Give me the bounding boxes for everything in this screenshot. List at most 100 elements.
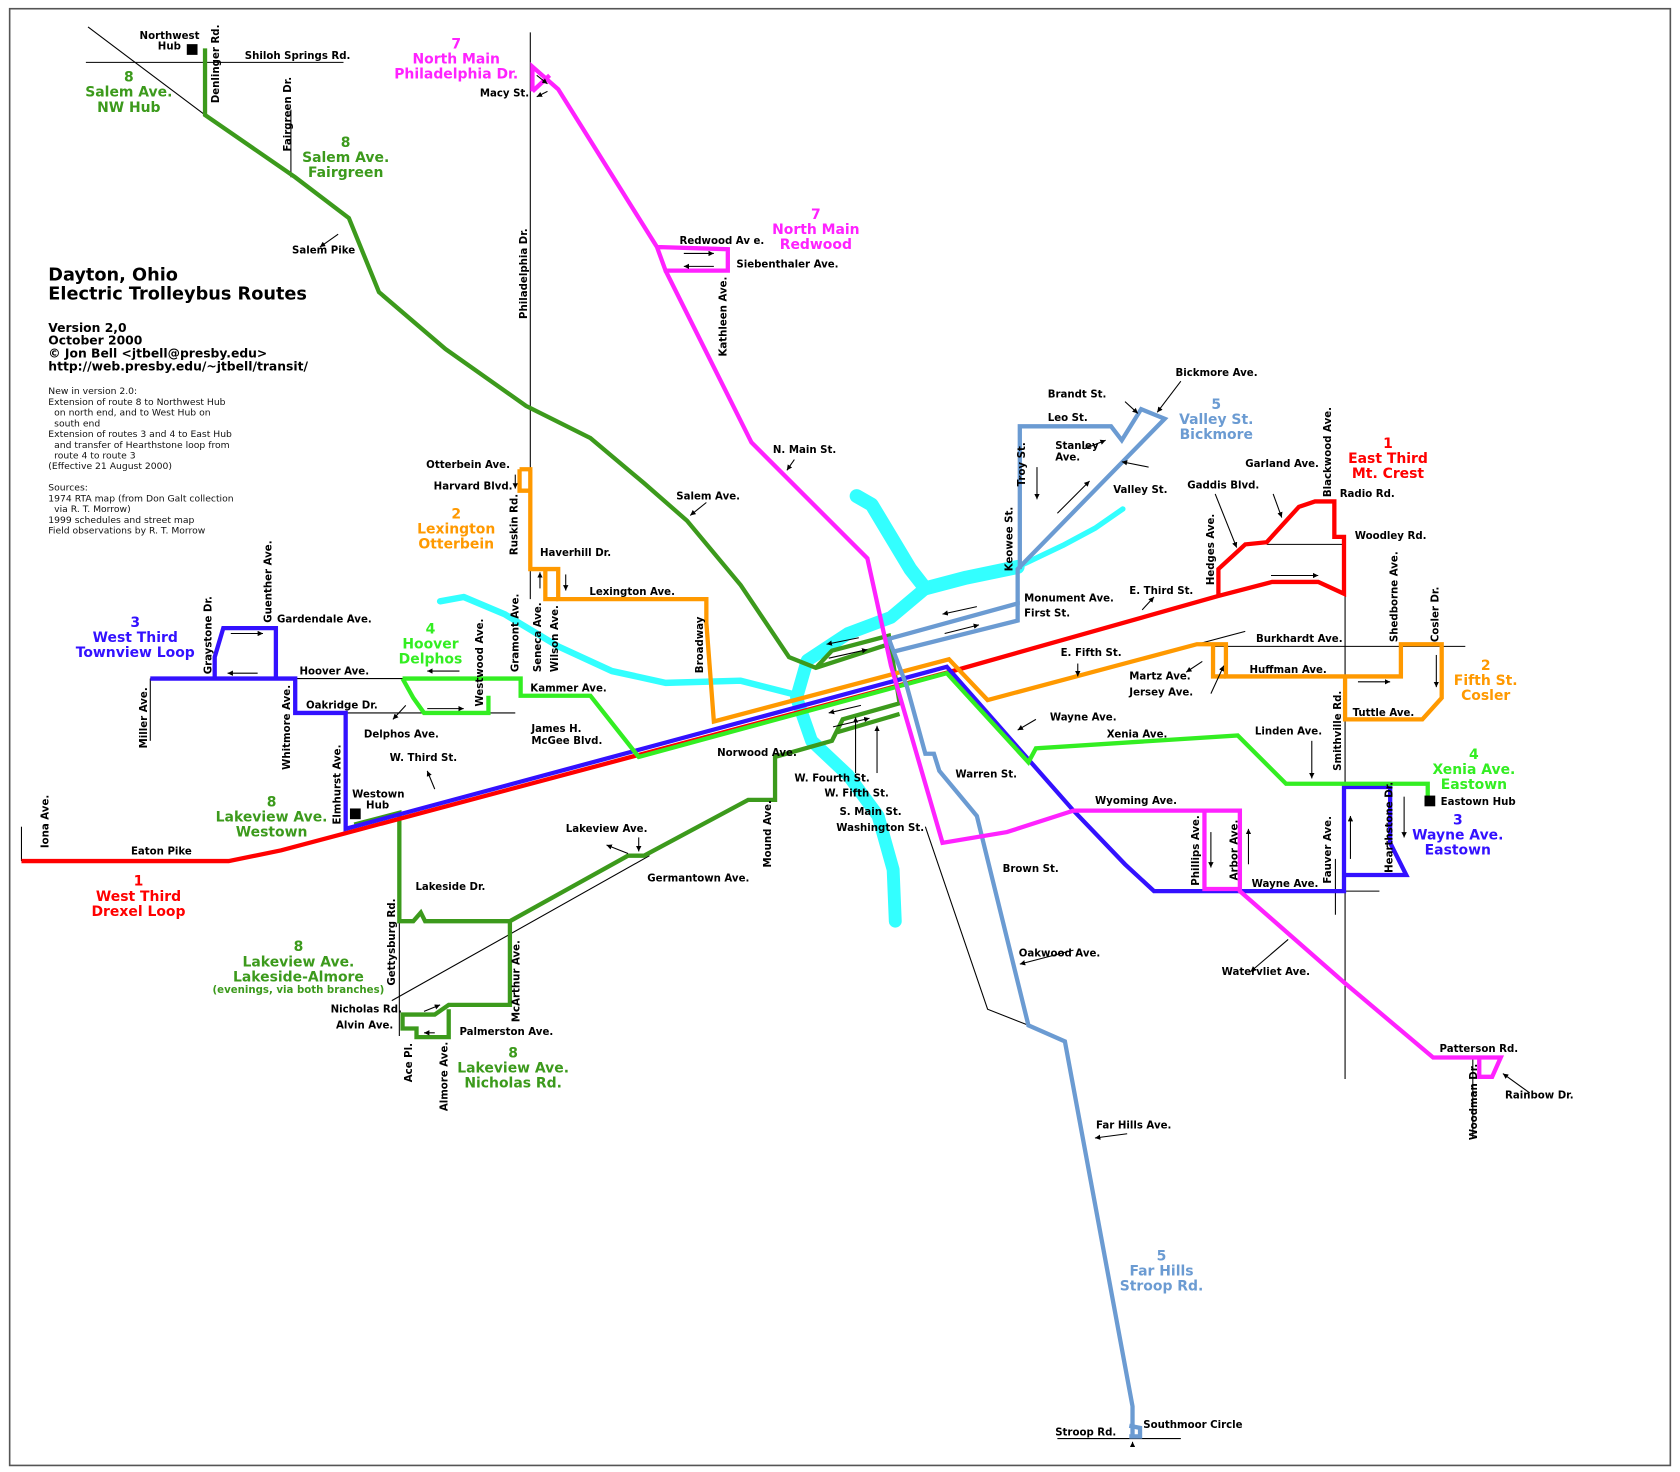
street-label-guenther: Guenther Ave.: [264, 540, 275, 622]
street-label-hedges: Hedges Ave.: [1206, 514, 1217, 585]
street-label-blackwood: Blackwood Ave.: [1323, 407, 1334, 497]
street-line: [391, 855, 650, 1002]
street-label-huffman: Huffman Ave.: [1250, 665, 1327, 676]
street-line: [87, 26, 206, 116]
direction-arrow: [1502, 1073, 1531, 1094]
street-label-lexington: Lexington Ave.: [589, 587, 675, 598]
route-8-line: [400, 921, 513, 1040]
route-number: 7: [811, 207, 821, 223]
note-line: Extension of routes 3 and 4 to East Hub: [48, 429, 232, 440]
route-name-line: Lakeview Ave.: [216, 809, 328, 825]
street-label-redwood: Redwood Av e.: [680, 236, 765, 247]
street-label-woodman: Woodman Dr.: [1469, 1064, 1480, 1140]
street-label-brown: Brown St.: [1003, 864, 1059, 875]
route-number: 8: [508, 1046, 518, 1062]
direction-arrow: [1121, 460, 1149, 468]
street-label-germantown: Germantown Ave.: [647, 873, 749, 884]
direction-arrow: [423, 1004, 441, 1012]
note-line: Sources:: [48, 483, 88, 494]
note-line: New in version 2.0:: [48, 386, 137, 397]
street-label-warren: Warren St.: [955, 769, 1017, 780]
street-label-otterbein: Otterbein Ave.: [426, 460, 510, 471]
street-label-elmhurst: Elmhurst Ave.: [332, 745, 343, 825]
street-label-jersey: Jersey Ave.: [1128, 688, 1193, 699]
route-number: 8: [294, 939, 304, 955]
legend-block: Dayton, Ohio Electric Trolleybus Routes …: [48, 265, 308, 536]
street-label-brandt: Brandt St.: [1048, 389, 1107, 400]
street-label-wayne-upper: Wayne Ave.: [1050, 712, 1117, 723]
direction-arrow: [1017, 718, 1037, 731]
street-label-w-fifth: W. Fifth St.: [824, 789, 888, 800]
route-name-line: Otterbein: [418, 537, 494, 553]
route-name-line: Fifth St.: [1454, 673, 1518, 689]
street-label-southmoor: Southmoor Circle: [1143, 1420, 1242, 1431]
street-label-wyoming: Wyoming Ave.: [1095, 796, 1177, 807]
route-name-line: (evenings, via both branches): [213, 985, 385, 996]
street-label-macy: Macy St.: [480, 89, 529, 100]
eastown-hub-marker: [1424, 795, 1436, 807]
street-label-stroop: Stroop Rd.: [1055, 1427, 1116, 1438]
street-label-smithville: Smithville Rd.: [1333, 691, 1344, 771]
street-label-mcarthur: McArthur Ave.: [512, 940, 523, 1022]
street-label-mcgee-2: McGee Blvd.: [531, 736, 602, 747]
route-number: 5: [1211, 397, 1221, 413]
route-5-line: [886, 406, 1169, 1437]
note-line: south end: [48, 418, 100, 429]
direction-arrow: [606, 844, 629, 855]
direction-arrow: [1124, 401, 1139, 414]
direction-arrow: [826, 637, 859, 646]
direction-arrow: [828, 648, 868, 659]
street-label-hearthstone: Hearthstone Dr.: [1384, 782, 1395, 873]
street-label-gaddis: Gaddis Blvd.: [1187, 481, 1259, 492]
route-7-line: [1202, 810, 1240, 892]
route-7-line: [530, 61, 730, 273]
street-label-northwest-2: Hub: [158, 42, 181, 53]
route-name-line: Cosler: [1461, 688, 1510, 704]
street-label-rainbow: Rainbow Dr.: [1505, 1090, 1574, 1101]
route-4-line: [400, 677, 491, 716]
route-name-line: West Third: [93, 630, 178, 646]
street-label-fauver: Fauver Ave.: [1323, 816, 1334, 884]
direction-arrow: [426, 770, 436, 790]
street-label-leo: Leo St.: [1048, 413, 1088, 424]
street-label-monument: Monument Ave.: [1024, 593, 1114, 604]
route-name-line: Eastown: [1441, 777, 1507, 793]
map-frame: [8, 7, 1672, 1467]
street-label-oakridge: Oakridge Dr.: [306, 701, 378, 712]
direction-arrow: [1272, 493, 1283, 518]
route-number: 7: [451, 36, 461, 52]
street-label-gettysburg: Gettysburg Rd.: [387, 898, 398, 985]
street-label-s-main: S. Main St.: [839, 807, 901, 818]
street-label-phillips: Phillips Ave.: [1191, 815, 1202, 886]
route-3-line: [212, 625, 279, 679]
street-label-ruskin: Ruskin Rd.: [509, 494, 520, 555]
street-label-hoover: Hoover Ave.: [300, 666, 370, 677]
route-name-line: Redwood: [780, 237, 852, 253]
map-title-line1: Dayton, Ohio: [48, 265, 178, 285]
route-name-line: Lakeview Ave.: [243, 954, 355, 970]
route-number: 3: [130, 615, 140, 631]
street-label-patterson: Patterson Rd.: [1440, 1044, 1519, 1055]
route-name-line: NW Hub: [97, 100, 160, 116]
street-label-harvard: Harvard Blvd.: [434, 482, 513, 493]
note-line: Extension of route 8 to Northwest Hub: [48, 397, 225, 408]
route-name-line: East Third: [1348, 451, 1428, 467]
route-name-line: Hoover: [402, 637, 458, 653]
route-name-line: Philadelphia Dr.: [394, 66, 518, 82]
street-label-kammer: Kammer Ave.: [530, 683, 606, 694]
route-name-line: Valley St.: [1179, 412, 1253, 428]
note-line: and transfer of Hearthstone loop from: [48, 440, 229, 451]
